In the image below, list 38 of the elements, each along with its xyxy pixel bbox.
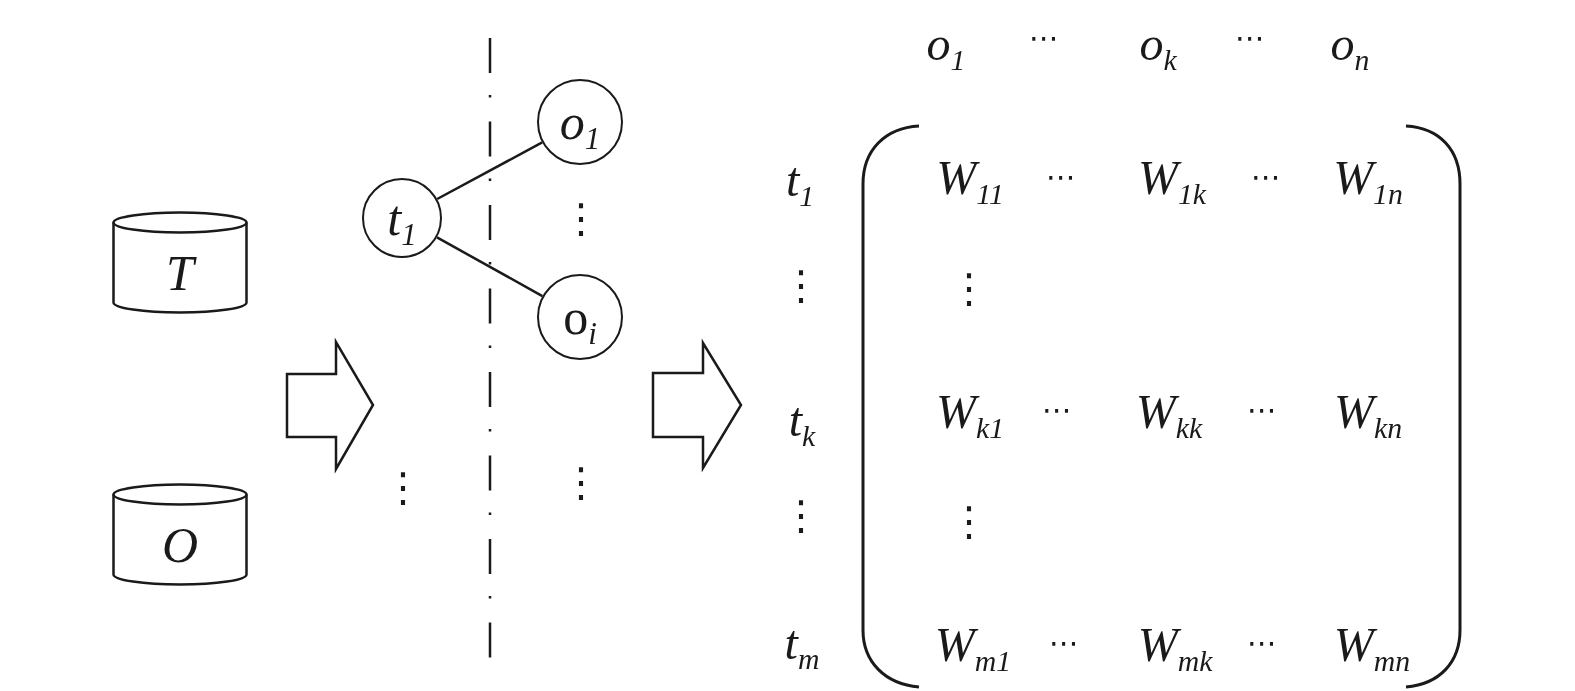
column-header: o$_{n}$ (1330, 20, 1370, 68)
horizontal-ellipsis: ⋯ (1247, 395, 1277, 425)
node-label: o$_{1}$ (559, 97, 601, 147)
node-label: O (161, 519, 199, 570)
matrix-entry: W$_{kk}$ (1135, 388, 1203, 436)
matrix-entry: W$_{k1}$ (935, 388, 1005, 436)
vertical-ellipsis: ⋮ (781, 495, 821, 535)
matrix-entry: W$_{1k}$ (1137, 154, 1207, 202)
database-cylinder (112, 211, 248, 314)
row-header: t$_{m}$ (784, 619, 820, 667)
vertical-ellipsis: ⋮ (781, 265, 821, 305)
vertical-ellipsis: ⋮ (383, 467, 423, 507)
matrix-entry: W$_{kn}$ (1333, 388, 1403, 436)
connector-line (436, 236, 543, 298)
vertical-ellipsis: ⋮ (561, 462, 601, 502)
horizontal-ellipsis: ⋯ (1247, 628, 1277, 658)
column-header: o$_{1}$ (926, 20, 966, 68)
connector-line (436, 141, 543, 201)
vertical-ellipsis: ⋮ (949, 268, 989, 308)
database-cylinder (112, 483, 248, 586)
matrix-entry: W$_{m1}$ (934, 621, 1012, 669)
horizontal-ellipsis: ⋯ (1046, 162, 1076, 192)
horizontal-ellipsis: ⋯ (1049, 628, 1079, 658)
horizontal-ellipsis: ⋯ (1029, 23, 1059, 53)
matrix-entry: W$_{mk}$ (1137, 621, 1213, 669)
horizontal-ellipsis: ⋯ (1251, 162, 1281, 192)
vertical-ellipsis: ⋮ (949, 501, 989, 541)
column-header: o$_{k}$ (1139, 20, 1177, 68)
node-label: t$_{1}$ (387, 193, 417, 243)
horizontal-ellipsis: ⋯ (1235, 23, 1265, 53)
vertical-ellipsis: ⋮ (561, 198, 601, 238)
matrix-entry: W$_{mn}$ (1333, 621, 1411, 669)
node-label: o$_{i}$ (563, 292, 597, 342)
row-header: t$_{k}$ (788, 396, 816, 444)
horizontal-ellipsis: ⋯ (1042, 395, 1072, 425)
row-header: t$_{1}$ (785, 156, 815, 204)
matrix-entry: W$_{11}$ (936, 154, 1004, 202)
matrix-entry: W$_{1n}$ (1333, 154, 1403, 202)
